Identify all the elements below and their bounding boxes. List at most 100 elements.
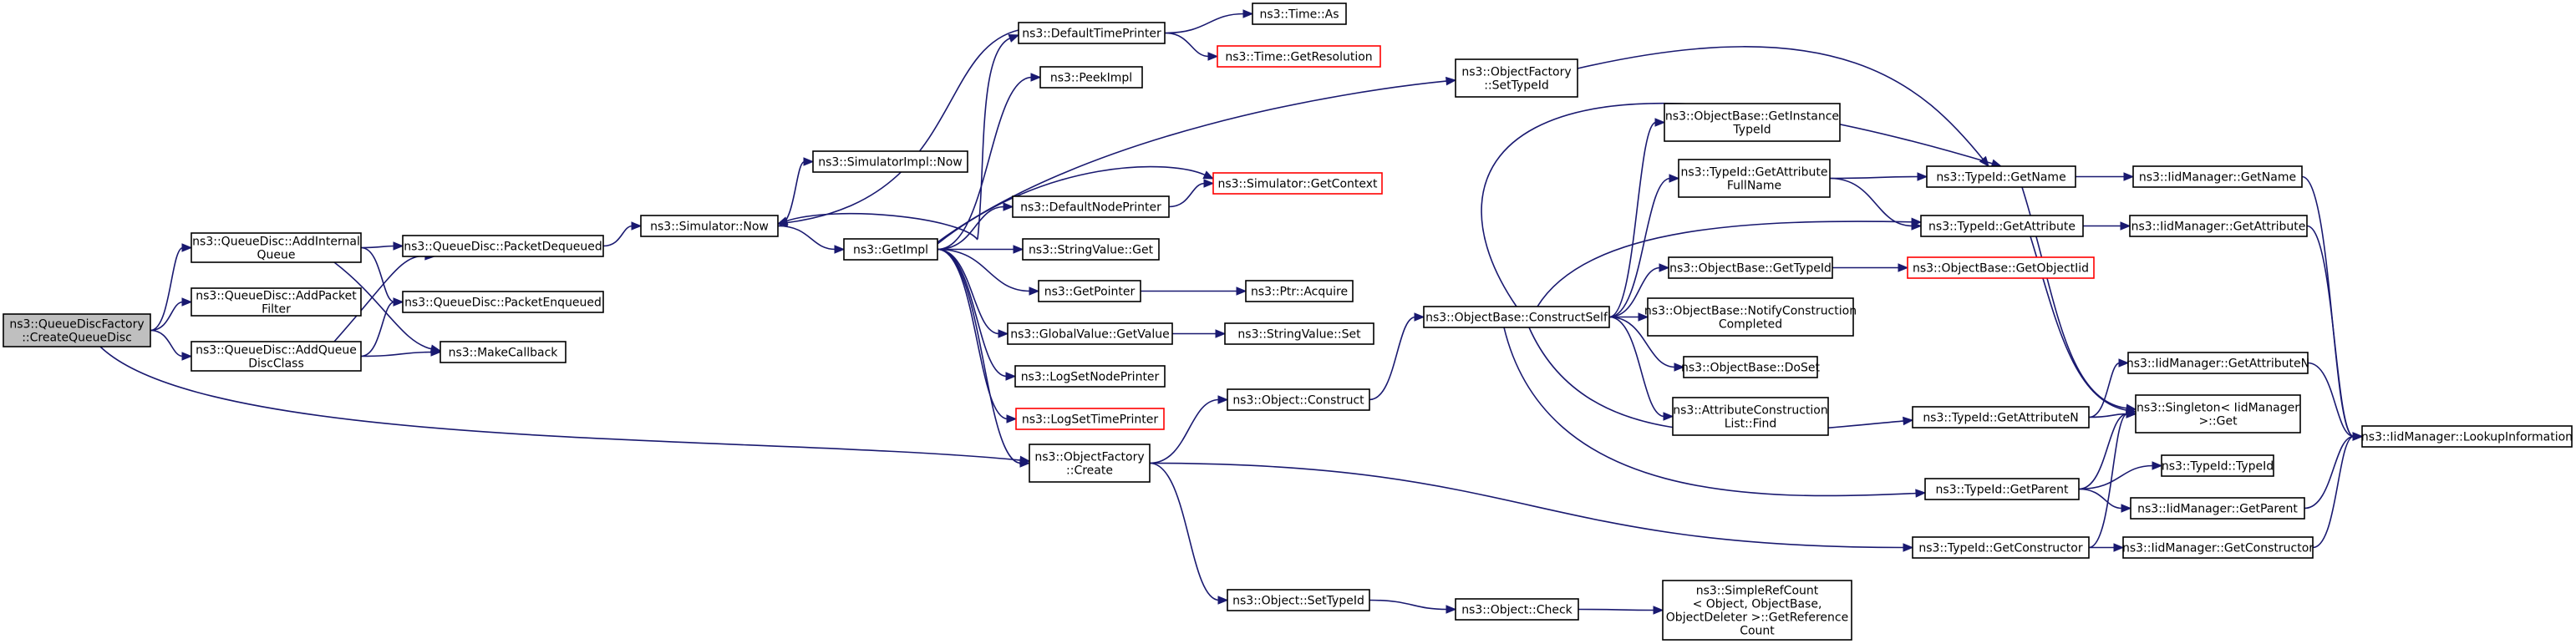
edge-line	[777, 225, 836, 251]
edge-objectFactoryCreate-to-typeIdGetConstructor	[1149, 462, 1914, 552]
edge-arrowhead	[1915, 489, 1927, 498]
function-node-packetDequeued[interactable]: ns3::QueueDisc::PacketDequeued	[402, 235, 604, 257]
function-node-typeIdGetAttribute[interactable]: ns3::TypeId::GetAttribute	[1920, 215, 2084, 237]
node-box	[2161, 454, 2274, 477]
function-node-timeAs[interactable]: ns3::Time::As	[1252, 3, 1347, 25]
function-node-objectConstruct[interactable]: ns3::Object::Construct	[1227, 388, 1370, 411]
function-node-iidLookupInformation[interactable]: ns3::IidManager::LookupInformation	[2361, 425, 2573, 448]
function-node-peekImpl[interactable]: ns3::PeekImpl	[1039, 66, 1143, 89]
edge-line	[1149, 462, 1220, 601]
function-node-timeGetResolution[interactable]: ns3::Time::GetResolution	[1217, 45, 1381, 68]
function-node-typeIdGetAttributeN[interactable]: ns3::TypeId::GetAttributeN	[1912, 406, 2090, 428]
node-label: Count	[1740, 625, 1775, 638]
node-label: ns3::DefaultTimePrinter	[1022, 28, 1161, 41]
function-node-typeIdGetName[interactable]: ns3::TypeId::GetName	[1926, 165, 2076, 188]
function-node-constructSelf[interactable]: ns3::ObjectBase::ConstructSelf	[1423, 306, 1610, 328]
node-label: ns3::Simulator::GetContext	[1217, 178, 1378, 191]
function-node-makeCallback[interactable]: ns3::MakeCallback	[439, 341, 567, 363]
function-node-simImplNow[interactable]: ns3::SimulatorImpl::Now	[812, 150, 968, 173]
function-node-typeIdTypeId[interactable]: ns3::TypeId::TypeId	[2161, 454, 2274, 477]
function-node-logSetTimePrinter[interactable]: ns3::LogSetTimePrinter	[1015, 408, 1165, 430]
node-label: ns3::IidManager::GetConstructor	[2122, 542, 2314, 555]
function-node-objectFactoryCreate[interactable]: ns3::ObjectFactory::Create	[1029, 444, 1151, 483]
function-node-objectSetTypeId[interactable]: ns3::Object::SetTypeId	[1227, 589, 1370, 611]
edge-line	[99, 346, 1022, 461]
function-node-stringValueGet[interactable]: ns3::StringValue::Get	[1022, 238, 1160, 261]
function-node-objectBaseGetTypeId[interactable]: ns3::ObjectBase::GetTypeId	[1668, 256, 1833, 279]
function-node-singletonGet[interactable]: ns3::Singleton< IidManager >::Get	[2135, 394, 2301, 434]
edge-objectFactoryCreate-to-objectSetTypeId	[1149, 462, 1229, 605]
edge-getImpl-to-stringValueGet	[937, 245, 1024, 254]
function-node-getObjectIid[interactable]: ns3::ObjectBase::GetObjectIid	[1907, 256, 2095, 279]
edge-defaultTimePrinter-to-simNow	[776, 29, 1019, 227]
function-node-logSetNodePrinter[interactable]: ns3::LogSetNodePrinter	[1014, 365, 1166, 388]
node-box	[3, 313, 151, 347]
node-label: ns3::QueueDisc::PacketDequeued	[404, 241, 602, 254]
function-node-iidGetAttributeN[interactable]: ns3::IidManager::GetAttributeN	[2126, 352, 2309, 374]
function-node-defaultTimePrinter[interactable]: ns3::DefaultTimePrinter	[1018, 22, 1166, 44]
function-node-getImpl[interactable]: ns3::GetImpl	[843, 238, 938, 261]
function-node-doSet[interactable]: ns3::ObjectBase::DoSet	[1681, 356, 1820, 378]
function-node-getPointer[interactable]: ns3::GetPointer	[1038, 280, 1141, 302]
node-label: ::Create	[1066, 464, 1113, 478]
edge-arrowhead	[1653, 606, 1664, 615]
node-box	[439, 341, 567, 363]
function-node-notifyConstructionCompleted[interactable]: ns3::ObjectBase::NotifyConstructionCompl…	[1644, 297, 1857, 337]
node-box	[1678, 159, 1831, 198]
edge-packetDequeued-to-simNow	[602, 221, 643, 247]
function-node-packetEnqueued[interactable]: ns3::QueueDisc::PacketEnqueued	[402, 291, 604, 313]
edge-line	[360, 245, 395, 249]
function-node-simpleRefCount[interactable]: ns3::SimpleRefCount< Object, ObjectBase,…	[1662, 580, 1852, 641]
function-node-ptrAcquire[interactable]: ns3::Ptr::Acquire	[1245, 280, 1354, 302]
node-box	[640, 215, 779, 237]
node-label: ns3::TypeId::GetName	[1936, 171, 2065, 185]
node-box	[191, 232, 362, 263]
node-label: ns3::GetImpl	[853, 244, 928, 257]
node-box	[1039, 66, 1143, 89]
edge-arrowhead	[2121, 504, 2132, 513]
edge-line	[333, 261, 433, 350]
edge-line	[1608, 316, 1676, 368]
node-box	[1912, 406, 2090, 428]
function-node-objectFactorySetTypeId[interactable]: ns3::ObjectFactory::SetTypeId	[1455, 58, 1578, 98]
function-node-simGetContext[interactable]: ns3::Simulator::GetContext	[1212, 172, 1383, 195]
function-node-globalValueGetValue[interactable]: ns3::GlobalValue::GetValue	[1007, 322, 1173, 345]
function-node-defaultNodePrinter[interactable]: ns3::DefaultNodePrinter	[1012, 195, 1170, 218]
node-label: ns3::MakeCallback	[449, 347, 559, 360]
edge-arrowhead	[2152, 461, 2163, 470]
node-box	[1907, 256, 2095, 279]
node-label: ::SetTypeId	[1484, 79, 1549, 93]
edge-line	[1608, 266, 1661, 318]
edge-line	[1608, 316, 1665, 418]
edge-typeIdGetConstructor-to-iidGetConstructor	[2089, 543, 2125, 552]
edge-typeIdGetAttribute-to-iidGetAttribute	[2082, 221, 2131, 231]
function-node-iidGetConstructor[interactable]: ns3::IidManager::GetConstructor	[2122, 536, 2314, 559]
edge-line	[2312, 435, 2355, 549]
node-label: ns3::SimpleRefCount	[1696, 585, 1819, 598]
function-node-iidGetAttribute[interactable]: ns3::IidManager::GetAttribute	[2129, 215, 2308, 237]
edge-line	[937, 205, 1005, 251]
function-node-stringValueSet[interactable]: ns3::StringValue::Set	[1224, 322, 1374, 345]
function-node-typeIdGetParent[interactable]: ns3::TypeId::GetParent	[1924, 478, 2080, 500]
edge-arrowhead	[1030, 73, 1042, 82]
edge-line	[1608, 177, 1671, 318]
edge-getImpl-to-logSetNodePrinter	[937, 248, 1017, 381]
edge-arrowhead	[181, 352, 193, 361]
function-node-root[interactable]: ns3::QueueDiscFactory::CreateQueueDisc	[3, 313, 151, 347]
function-node-simNow[interactable]: ns3::Simulator::Now	[640, 215, 779, 237]
edge-arrowhead	[1669, 174, 1680, 183]
function-node-objectCheck[interactable]: ns3::Object::Check	[1455, 598, 1579, 621]
edge-line	[150, 329, 184, 357]
function-node-iidGetParent[interactable]: ns3::IidManager::GetParent	[2130, 497, 2305, 520]
node-box	[1662, 580, 1852, 641]
function-node-iidGetName[interactable]: ns3::IidManager::GetName	[2132, 165, 2303, 188]
function-node-typeIdGetConstructor[interactable]: ns3::TypeId::GetConstructor	[1912, 536, 2090, 559]
edge-arrowhead	[1917, 172, 1928, 181]
